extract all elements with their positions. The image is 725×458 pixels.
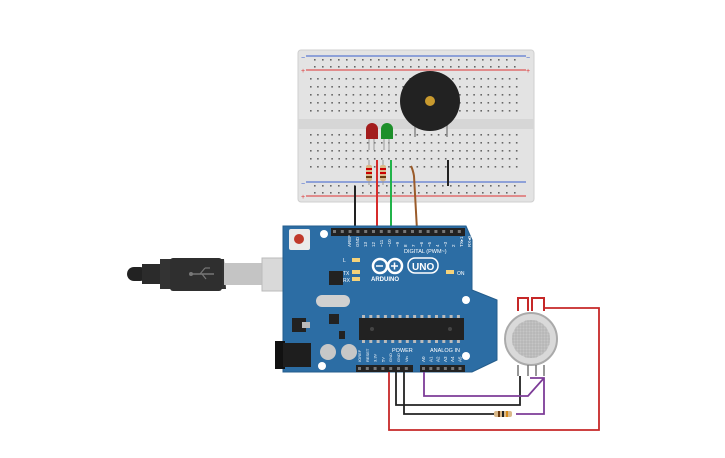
green-led[interactable] [381, 123, 393, 150]
digital-pin-label: 4 [435, 244, 440, 247]
analog-pin-label: A0 [421, 356, 426, 362]
load-resistor[interactable] [494, 411, 512, 417]
power-jack[interactable] [275, 341, 311, 369]
analog-section-label: ANALOG IN [430, 348, 460, 354]
rail-plus-label-right: + [526, 68, 530, 75]
wire-sensor-a0[interactable] [423, 372, 545, 397]
analog-pin-label: A4 [450, 356, 455, 362]
power-pin-label: Vin [404, 356, 409, 362]
red-led[interactable] [366, 123, 378, 150]
digital-pin-label: ~10 [387, 239, 392, 247]
digital-pin-label: 13 [363, 241, 368, 247]
analog-header [420, 365, 465, 372]
piezo-buzzer[interactable] [400, 71, 460, 137]
digital-pin-label: ~3 [443, 241, 448, 247]
chip-pins [362, 315, 460, 343]
analog-pin-label: A5 [458, 356, 463, 362]
resistor-red-led[interactable] [366, 160, 372, 185]
digital-pin-label: AREF [347, 235, 352, 247]
gas-sensor[interactable] [504, 297, 558, 376]
digital-header-pins [333, 230, 461, 233]
resistor-green-led[interactable] [380, 160, 386, 185]
digital-pin-label: ~11 [379, 239, 384, 247]
usb-icon [189, 267, 214, 280]
rx-label: RX [343, 278, 351, 284]
on-label: ON [457, 271, 465, 277]
arduino-brand-label: ARDUINO [371, 277, 399, 283]
digital-pin-label: 2 [451, 244, 456, 247]
usb-cable[interactable] [127, 257, 295, 292]
digital-pin-label: TX▸1 [459, 236, 464, 247]
power-pin-label: RESET [365, 348, 370, 362]
rail-plus-label: + [301, 68, 305, 75]
power-pin-label: GND [388, 353, 393, 362]
power-header [356, 365, 413, 372]
rail-plus-label-bottom: + [301, 194, 305, 201]
l-led-label: L [343, 258, 346, 264]
reset-button[interactable] [289, 229, 310, 250]
power-section-label: POWER [392, 348, 413, 354]
power-pin-label: GND [396, 353, 401, 362]
usb-chip [329, 271, 343, 285]
arduino-logo [371, 257, 404, 275]
wire-sensor-5v[interactable] [388, 307, 600, 431]
wire-sensor-gnd[interactable] [395, 372, 521, 406]
digital-pin-label: 8 [403, 244, 408, 247]
digital-pin-label: ~5 [427, 241, 432, 247]
rail-minus-label: − [301, 55, 305, 62]
breadboard-holes [310, 59, 518, 194]
power-pin-label: 3.3V [373, 353, 378, 362]
digital-section-label: DIGITAL (PWM~) [404, 249, 447, 255]
digital-pin-label: ~6 [419, 241, 424, 247]
crystal [316, 295, 350, 307]
wire-sensor-load[interactable] [516, 377, 545, 415]
sensor-mesh [512, 320, 550, 358]
analog-pin-label: A2 [436, 356, 441, 362]
digital-pin-label: 12 [371, 241, 376, 247]
digital-pin-label: RX◂0 [467, 235, 472, 247]
atmega-chip [359, 318, 464, 340]
analog-pin-label: A1 [428, 356, 433, 362]
tx-label: TX [343, 271, 350, 277]
rail-minus-label-right: − [526, 55, 530, 62]
digital-pin-label: ~9 [395, 241, 400, 247]
power-pin-label: IOREF [357, 349, 362, 362]
model-label: UNO [412, 262, 434, 273]
analog-pin-label: A3 [443, 356, 448, 362]
wire-buzzer-brown[interactable] [410, 165, 418, 231]
digital-pin-label: 7 [411, 244, 416, 247]
wire-resistor-gnd[interactable] [403, 372, 498, 415]
bottom-header-pins [358, 367, 462, 370]
digital-pin-label: GND [355, 236, 360, 247]
power-pin-label: 5V [380, 357, 385, 362]
rail-minus-label-bottom: − [301, 181, 305, 188]
